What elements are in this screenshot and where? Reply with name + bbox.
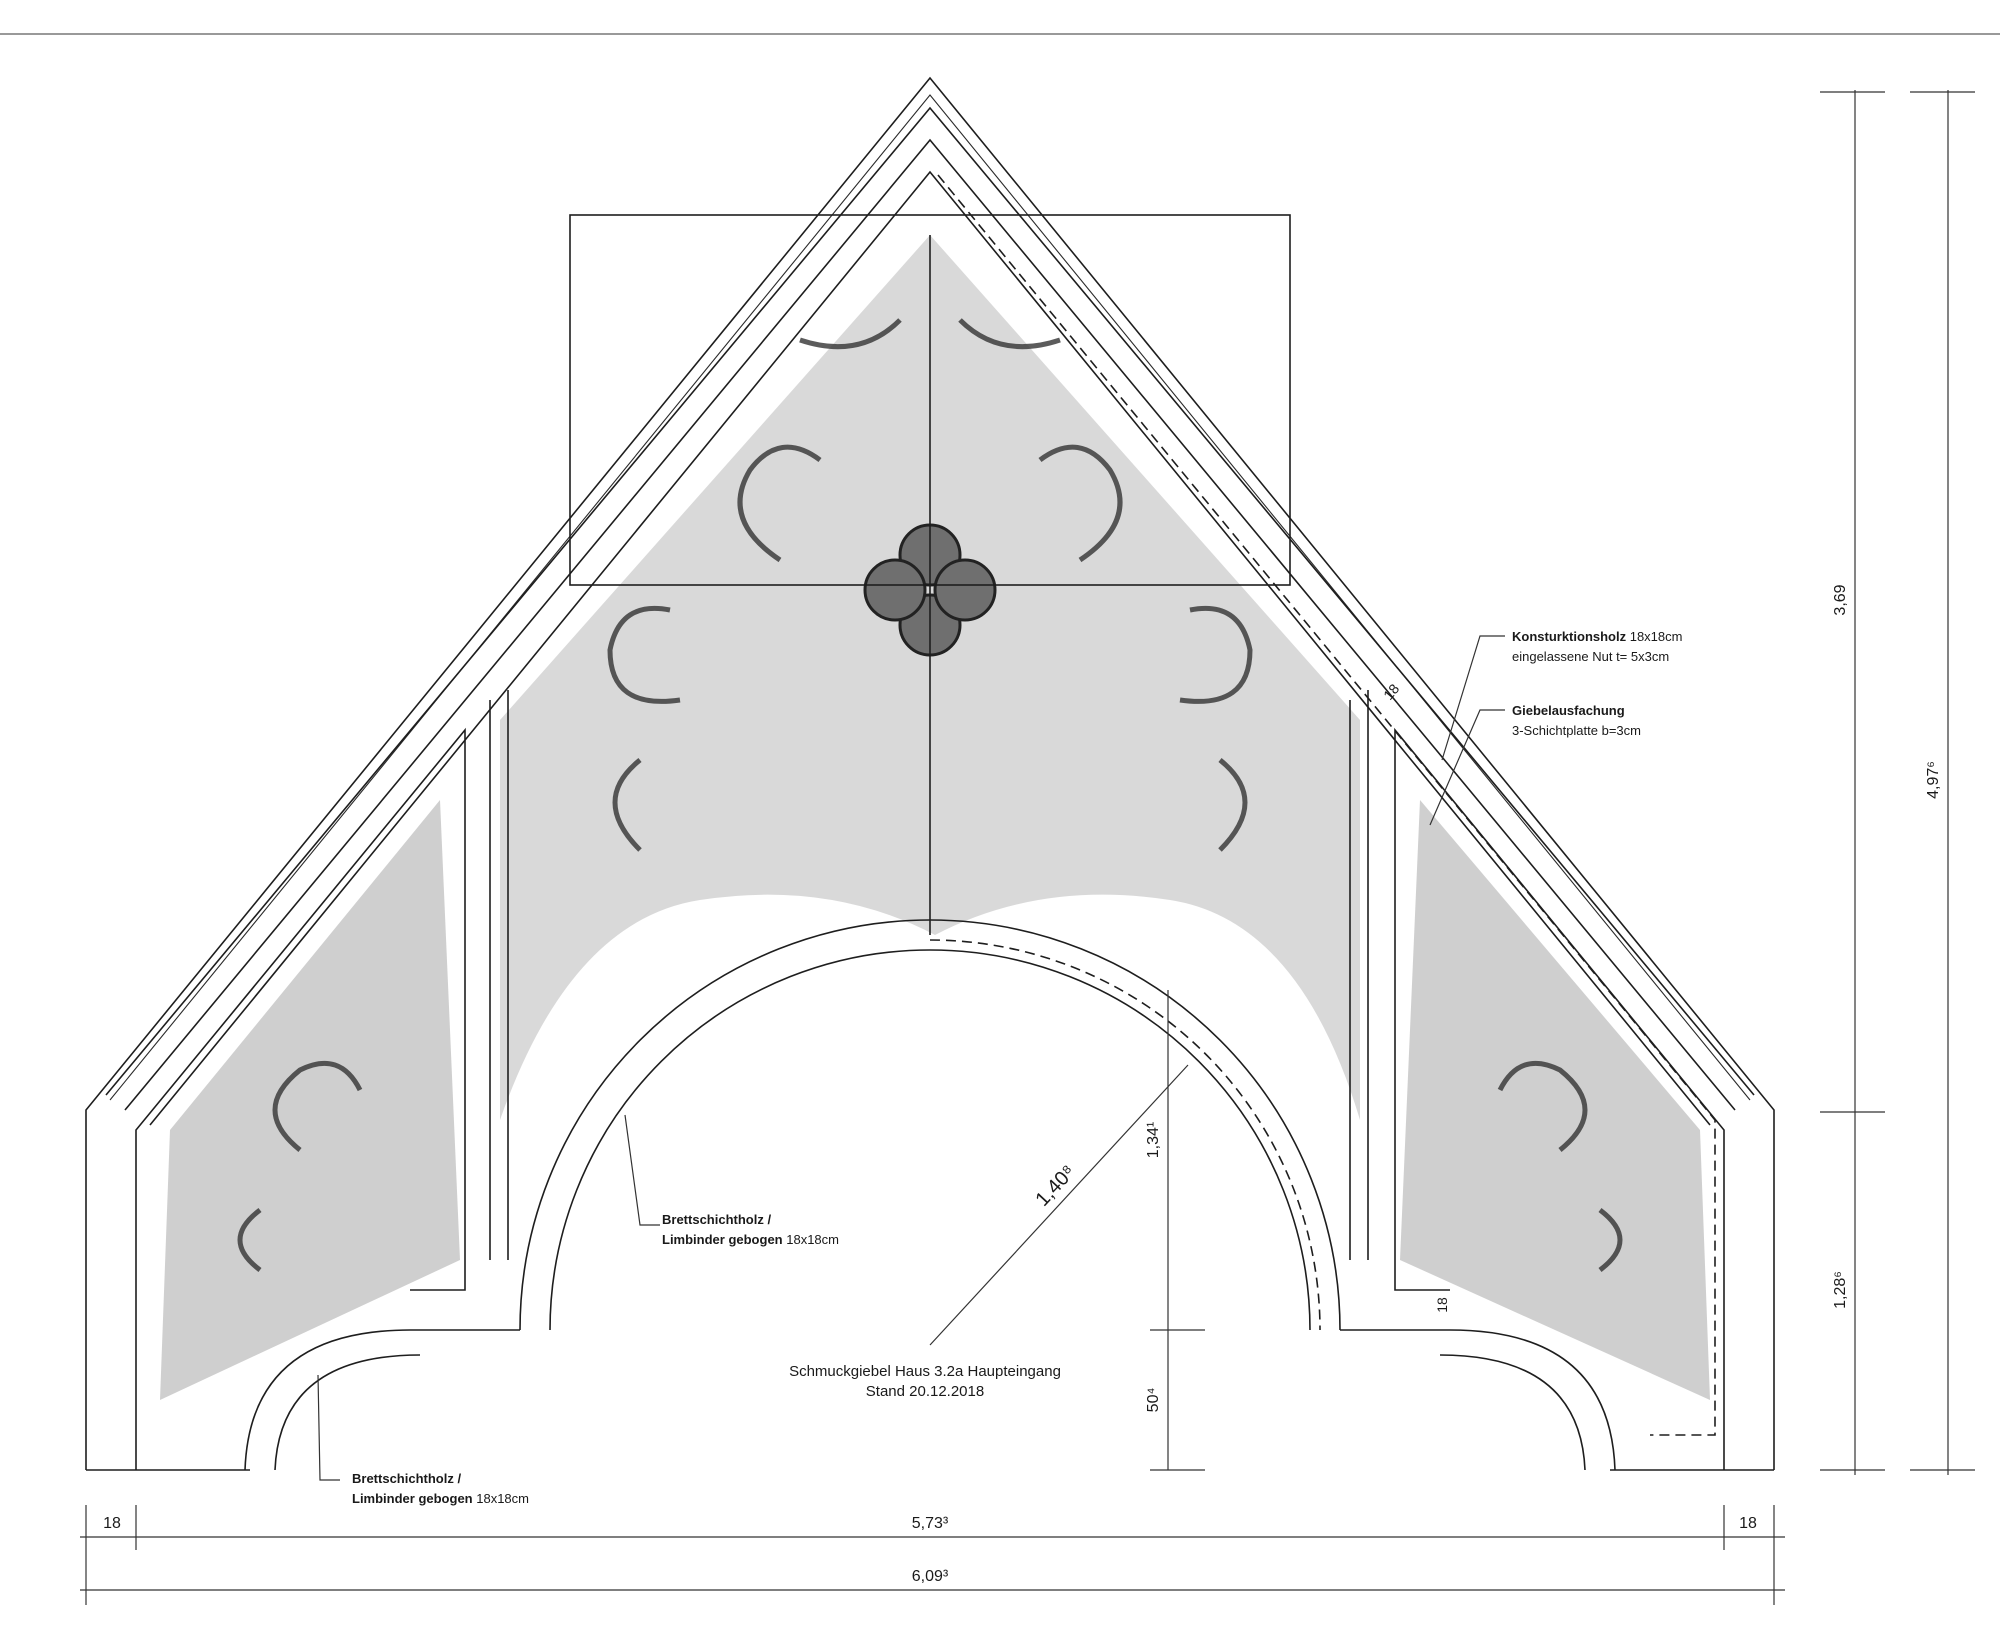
annotation-brettschichtholz-upper: Brettschichtholz / Limbinder gebogen 18x… bbox=[662, 1212, 839, 1247]
dim-beam-base: 18 bbox=[1434, 1297, 1450, 1313]
dim-arch-rise: 1,34¹ bbox=[1145, 1122, 1162, 1158]
dim-left-edge: 18 bbox=[103, 1515, 121, 1532]
vertical-dimensions bbox=[929, 90, 1975, 1475]
dim-lower-height: 1,28⁶ bbox=[1832, 1271, 1849, 1309]
annotation-giebelausfachung: Giebelausfachung 3-Schichtplatte b=3cm bbox=[1512, 703, 1641, 738]
svg-text:Giebelausfachung: Giebelausfachung bbox=[1512, 703, 1625, 718]
svg-text:Schmuckgiebel Haus 3.2a Haupte: Schmuckgiebel Haus 3.2a Haupteingang bbox=[789, 1363, 1061, 1380]
svg-text:Limbinder gebogen 18x18cm: Limbinder gebogen 18x18cm bbox=[352, 1491, 529, 1506]
dim-total-width: 6,09³ bbox=[912, 1568, 949, 1585]
svg-text:Limbinder gebogen 18x18cm: Limbinder gebogen 18x18cm bbox=[662, 1232, 839, 1247]
dim-total-height: 4,97⁶ bbox=[1925, 761, 1942, 799]
arch-beam bbox=[244, 919, 1616, 1471]
svg-text:Konsturktionsholz 18x18cm: Konsturktionsholz 18x18cm bbox=[1512, 629, 1682, 644]
svg-text:Stand 20.12.2018: Stand 20.12.2018 bbox=[866, 1383, 984, 1400]
dim-inner-width: 5,73³ bbox=[912, 1515, 949, 1532]
dim-beam-slope: 18 bbox=[1380, 681, 1402, 703]
svg-text:Brettschichtholz /: Brettschichtholz / bbox=[662, 1212, 771, 1227]
svg-text:Brettschichtholz /: Brettschichtholz / bbox=[352, 1471, 461, 1486]
dim-base-height: 50⁴ bbox=[1145, 1388, 1162, 1413]
dim-upper-height: 3,69 bbox=[1832, 584, 1849, 615]
dim-arch-radius: 1,40⁸ bbox=[1031, 1161, 1079, 1211]
annotation-konstruktionsholz: Konsturktionsholz 18x18cm eingelassene N… bbox=[1512, 629, 1682, 664]
drawing-title: Schmuckgiebel Haus 3.2a Haupteingang Sta… bbox=[789, 1363, 1061, 1400]
svg-text:3-Schichtplatte b=3cm: 3-Schichtplatte b=3cm bbox=[1512, 723, 1641, 738]
dim-right-edge: 18 bbox=[1739, 1515, 1757, 1532]
gable-outline bbox=[85, 76, 1775, 1471]
horizontal-dimensions bbox=[80, 1505, 1785, 1605]
annotation-brettschichtholz-lower: Brettschichtholz / Limbinder gebogen 18x… bbox=[352, 1471, 529, 1506]
leader-lines bbox=[317, 635, 1505, 1481]
svg-text:eingelassene Nut t= 5x3cm: eingelassene Nut t= 5x3cm bbox=[1512, 649, 1669, 664]
